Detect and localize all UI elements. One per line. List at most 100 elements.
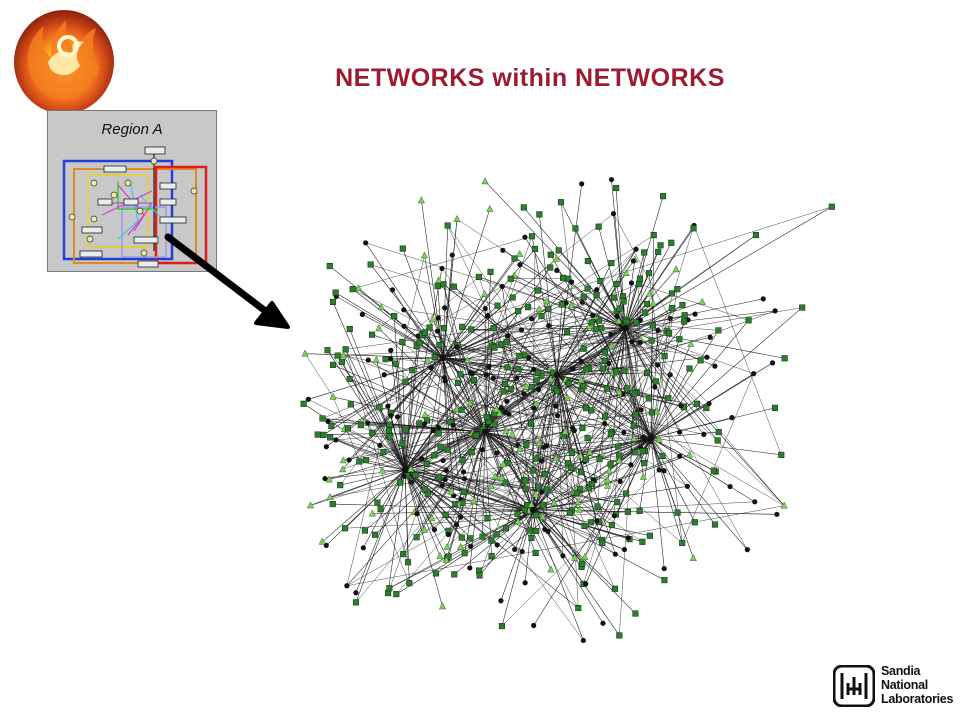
network-node-square xyxy=(361,527,368,534)
network-node-circle xyxy=(512,546,518,553)
network-edge xyxy=(331,327,494,427)
network-node-square xyxy=(522,485,529,492)
network-edge xyxy=(404,469,443,607)
network-node-square xyxy=(507,385,514,392)
network-edge xyxy=(442,328,597,359)
network-node-circle xyxy=(628,280,635,286)
network-node-square xyxy=(745,317,752,324)
network-node-square xyxy=(522,477,529,484)
network-node-square xyxy=(576,485,584,492)
network-edge xyxy=(332,503,534,511)
network-node-square xyxy=(639,448,646,455)
network-node-circle xyxy=(583,581,589,587)
network-node-square xyxy=(399,440,406,447)
network-edge xyxy=(484,368,603,433)
network-edge xyxy=(464,478,584,641)
network-edge xyxy=(484,431,602,541)
network-edge xyxy=(484,431,527,446)
network-node-square xyxy=(484,514,491,522)
network-edge xyxy=(639,283,749,321)
network-node-circle xyxy=(661,565,667,572)
network-node-square xyxy=(668,290,676,297)
network-node-circle xyxy=(628,462,634,468)
network-node-square xyxy=(631,390,638,397)
network-node-square xyxy=(584,257,591,265)
network-node-circle xyxy=(744,547,750,553)
network-node-circle xyxy=(531,405,537,411)
network-node-square xyxy=(491,421,498,428)
network-hub-node xyxy=(481,428,489,436)
network-node-circle xyxy=(467,370,474,376)
network-edge xyxy=(560,202,584,387)
network-edge xyxy=(332,301,406,471)
network-node-square xyxy=(300,400,307,407)
network-hub-node xyxy=(621,324,629,332)
network-node-square xyxy=(668,239,675,246)
network-node-square xyxy=(703,405,710,412)
network-node-square xyxy=(461,550,468,557)
network-edge xyxy=(484,431,520,450)
network-node-square xyxy=(593,326,600,333)
network-node-circle xyxy=(667,372,673,378)
network-node-square xyxy=(665,395,672,402)
network-node-square xyxy=(399,245,406,252)
network-node-triangle xyxy=(535,304,543,312)
network-edge xyxy=(624,327,641,343)
network-node-square xyxy=(715,327,722,334)
network-node-square xyxy=(488,537,495,544)
network-edge xyxy=(484,431,519,446)
network-node-circle xyxy=(359,311,365,317)
network-edge xyxy=(624,327,638,392)
network-edge xyxy=(532,430,575,511)
network-node-triangle xyxy=(487,482,495,490)
network-node-square xyxy=(416,339,423,346)
network-node-square xyxy=(386,433,393,440)
network-node-square xyxy=(547,251,554,258)
network-node-square xyxy=(444,446,451,453)
network-edge xyxy=(340,469,406,486)
network-node-square xyxy=(479,533,486,540)
network-node-triangle xyxy=(653,407,661,415)
network-edge xyxy=(650,320,749,439)
network-node-square xyxy=(799,304,806,311)
network-node-circle xyxy=(485,313,491,319)
network-edge xyxy=(457,290,539,384)
network-node-square xyxy=(611,585,618,592)
network-edge xyxy=(478,276,575,558)
network-edge xyxy=(442,320,599,359)
network-hub-node xyxy=(529,506,537,514)
network-hub-node xyxy=(553,371,561,379)
network-node-triangle xyxy=(453,405,461,413)
network-node-square xyxy=(611,294,618,301)
network-node-circle xyxy=(617,478,623,484)
network-node-square xyxy=(645,395,652,402)
network-node-circle xyxy=(421,421,428,427)
network-node-square xyxy=(435,474,442,481)
network-node-square xyxy=(543,486,551,493)
network-node-triangle xyxy=(532,490,540,498)
network-node-triangle xyxy=(491,472,499,480)
network-node-square xyxy=(523,441,530,448)
network-node-triangle xyxy=(443,542,451,550)
network-node-circle xyxy=(490,375,496,381)
network-node-circle xyxy=(388,347,394,353)
network-node-triangle xyxy=(561,427,569,435)
network-edge xyxy=(655,381,785,506)
network-node-square xyxy=(679,539,686,547)
network-node-square xyxy=(630,422,637,429)
network-node-circle xyxy=(305,396,311,402)
network-edge xyxy=(648,273,683,544)
network-edge xyxy=(625,327,635,439)
network-edge xyxy=(481,431,643,542)
network-node-circle xyxy=(500,247,506,253)
network-edge xyxy=(500,509,534,601)
network-edge xyxy=(446,430,575,548)
network-edge xyxy=(387,469,406,594)
network-node-square xyxy=(445,553,452,560)
network-node-square xyxy=(400,551,407,558)
network-node-circle xyxy=(467,565,473,571)
network-edge xyxy=(396,293,650,595)
network-node-square xyxy=(603,385,610,392)
network-edge xyxy=(343,431,486,461)
network-edge xyxy=(414,431,486,513)
